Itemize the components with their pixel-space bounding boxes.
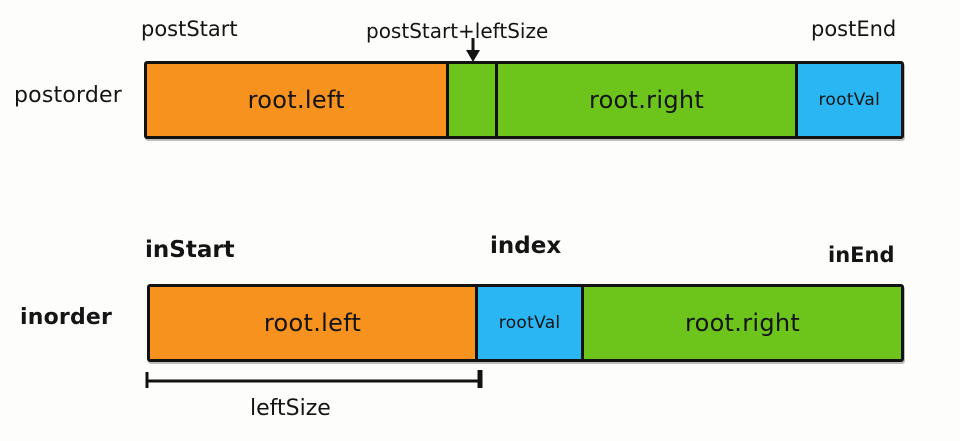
in-end-marker-label: inEnd	[828, 243, 895, 267]
inorder-left-segment-label: root.left	[263, 309, 362, 337]
down-arrow-icon	[466, 38, 480, 62]
left-size-label: leftSize	[250, 396, 331, 421]
postorder-rootval-segment: rootVal	[797, 64, 901, 136]
in-start-marker-label: inStart	[145, 237, 235, 263]
postorder-right-segment: root.right	[498, 64, 798, 136]
post-mid-marker-label: postStart+leftSize	[366, 19, 549, 43]
post-end-marker-label: postEnd	[811, 17, 897, 41]
postorder-rootval-segment-label: rootVal	[818, 90, 881, 110]
inorder-right-segment: root.right	[584, 287, 901, 359]
postorder-row-label: postorder	[14, 83, 122, 108]
postorder-right-segment-label: root.right	[588, 86, 705, 114]
inorder-bar: root.left rootVal root.right	[147, 284, 904, 362]
left-size-bracket	[145, 370, 483, 388]
post-start-marker-label: postStart	[141, 17, 238, 41]
inorder-left-segment: root.left	[150, 287, 479, 359]
inorder-rootval-segment: rootVal	[478, 287, 585, 359]
index-marker-label: index	[490, 233, 562, 259]
postorder-left-segment: root.left	[147, 64, 449, 136]
postorder-gap-segment	[448, 64, 499, 136]
inorder-rootval-segment-label: rootVal	[498, 313, 561, 333]
postorder-bar: root.left root.right rootVal	[144, 61, 904, 139]
inorder-row-label: inorder	[20, 305, 113, 330]
postorder-left-segment-label: root.left	[247, 86, 345, 114]
inorder-right-segment-label: root.right	[684, 309, 801, 337]
